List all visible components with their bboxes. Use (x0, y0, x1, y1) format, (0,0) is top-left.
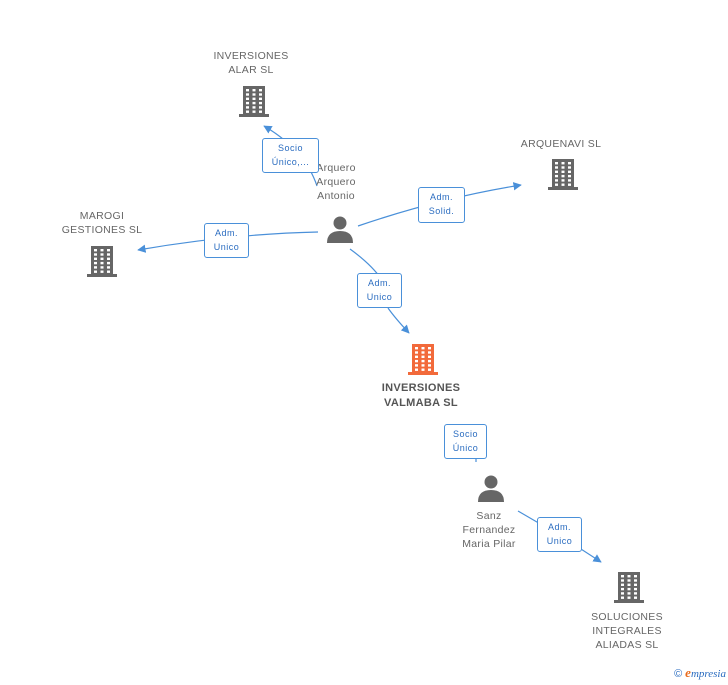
empresia-logo-text: mpresia (690, 668, 726, 680)
footer-brand: ©empresia (674, 665, 726, 681)
building-icon-soluciones[interactable] (614, 572, 644, 603)
building-icon-marogi[interactable] (87, 246, 117, 277)
relation-label-arquero-arquenavi[interactable]: Adm. Solid. (418, 187, 465, 223)
relation-label-arquero-alar[interactable]: Socio Único,... (262, 138, 319, 173)
company-label-arquenavi[interactable]: ARQUENAVI SL (520, 138, 602, 150)
relation-label-sanz-soluciones[interactable]: Adm. Unico (537, 517, 582, 552)
company-label-soluciones[interactable]: SOLUCIONES INTEGRALES ALIADAS SL (591, 611, 663, 651)
company-label-valmaba[interactable]: INVERSIONES VALMABA SL (381, 382, 461, 409)
empresia-logo-initial: e (685, 665, 691, 680)
building-icon-alar[interactable] (239, 86, 269, 117)
relation-label-sanz-valmaba[interactable]: Socio Único (444, 424, 487, 459)
building-icon-valmaba[interactable] (408, 344, 438, 375)
copyright-symbol: © (674, 668, 683, 680)
person-label-sanz[interactable]: Sanz Fernandez Maria Pilar (462, 510, 516, 550)
relation-label-arquero-marogi[interactable]: Adm. Unico (204, 223, 249, 258)
building-icon-arquenavi[interactable] (548, 159, 578, 190)
person-label-arquero[interactable]: Arquero Arquero Antonio (316, 162, 356, 202)
relation-label-arquero-valmaba[interactable]: Adm. Unico (357, 273, 402, 308)
company-label-alar[interactable]: INVERSIONES ALAR SL (213, 50, 289, 76)
person-icon-sanz[interactable] (478, 475, 504, 503)
person-icon-arquero[interactable] (327, 216, 353, 244)
company-label-marogi[interactable]: MAROGI GESTIONES SL (61, 210, 143, 236)
